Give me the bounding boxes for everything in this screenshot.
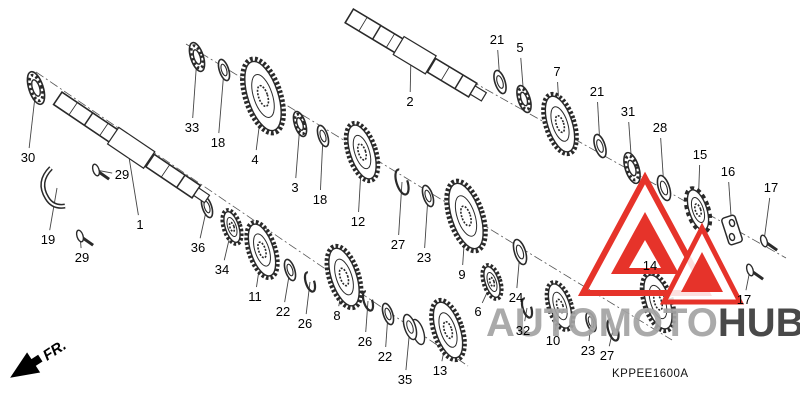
fr-arrow-tail (30, 354, 43, 367)
part-label-17: 17 (764, 180, 778, 195)
part-washer (316, 124, 330, 148)
part-gear (429, 297, 467, 363)
part-shaft (52, 90, 211, 204)
part-gear (343, 120, 381, 184)
part-washer (585, 311, 597, 333)
part-washer (217, 58, 231, 82)
part-label-28: 28 (653, 120, 667, 135)
part-label-21: 21 (490, 32, 504, 47)
part-bearing (516, 84, 532, 114)
part-label-34: 34 (215, 262, 229, 277)
part-label-11: 11 (248, 289, 262, 304)
part-label-24: 24 (509, 290, 523, 305)
part-washer (421, 184, 435, 208)
part-label-5: 5 (516, 40, 523, 55)
part-label-12: 12 (351, 214, 365, 229)
part-gear (324, 243, 364, 311)
part-bolt (91, 163, 110, 181)
part-bolt (759, 234, 778, 252)
part-label-16: 16 (721, 164, 735, 179)
part-label-36: 36 (191, 240, 205, 255)
part-gear (240, 56, 286, 136)
part-label-8: 8 (333, 308, 340, 323)
part-snap-ring (394, 168, 410, 196)
part-snap-ring (520, 297, 534, 319)
part-bearing (26, 70, 46, 106)
part-label-27: 27 (391, 237, 405, 252)
part-label-23: 23 (417, 250, 431, 265)
part-label-32: 32 (516, 323, 530, 338)
part-bolt (745, 263, 764, 281)
watermark-automoto: AUTOMOTO (486, 301, 718, 345)
part-label-15: 15 (693, 147, 707, 162)
fr-label: FR. (40, 337, 70, 364)
part-label-29: 29 (115, 167, 129, 182)
part-labels: 2215721312815161717331843181227239241436… (21, 32, 778, 387)
part-sprocket (683, 186, 713, 234)
logo-triangle-large-outline-icon (577, 171, 713, 296)
part-label-22: 22 (276, 304, 290, 319)
watermark-text: AUTOMOTOHUB (486, 301, 800, 345)
part-label-31: 31 (621, 104, 635, 119)
logo-triangle-small-solid-icon (681, 252, 723, 292)
logo-triangle-cutout (629, 240, 661, 268)
parts-layer (26, 7, 778, 363)
part-gear (541, 91, 579, 157)
part-gear (544, 280, 576, 332)
part-washer (512, 238, 528, 266)
part-bolt (75, 229, 94, 247)
part-label-22: 22 (378, 349, 392, 364)
part-bearing (292, 110, 308, 138)
part-label-2: 2 (406, 94, 413, 109)
part-label-3: 3 (291, 180, 298, 195)
part-label-10: 10 (546, 333, 560, 348)
part-label-13: 13 (433, 363, 447, 378)
fr-direction-indicator: FR. (0, 323, 86, 396)
part-label-9: 9 (458, 267, 465, 282)
part-label-7: 7 (553, 64, 560, 79)
part-shaft (344, 7, 488, 102)
part-label-17: 17 (737, 292, 751, 307)
part-label-6: 6 (474, 304, 481, 319)
part-gear (244, 219, 280, 281)
part-label-35: 35 (398, 372, 412, 387)
part-label-14: 14 (643, 258, 657, 273)
part-label-18: 18 (313, 192, 327, 207)
part-label-21: 21 (590, 84, 604, 99)
part-washer (381, 302, 395, 326)
fr-arrow-icon (10, 352, 41, 378)
part-washer (283, 258, 297, 282)
part-washer (656, 174, 672, 202)
part-label-1: 1 (136, 217, 143, 232)
part-gear (480, 263, 504, 301)
watermark-logo (577, 171, 745, 305)
part-label-19: 19 (41, 232, 55, 247)
part-label-26: 26 (358, 334, 372, 349)
watermark-hub: HUB (718, 301, 800, 345)
part-lever (40, 166, 66, 209)
part-label-23: 23 (581, 343, 595, 358)
part-label-26: 26 (298, 316, 312, 331)
part-label-29: 29 (75, 250, 89, 265)
part-bearing (188, 41, 206, 73)
part-label-30: 30 (21, 150, 35, 165)
diagram-code: KPPEE1600A (612, 368, 689, 380)
part-label-18: 18 (211, 135, 225, 150)
part-bearing (623, 151, 641, 185)
part-label-27: 27 (600, 348, 614, 363)
part-gear (444, 178, 488, 254)
part-plate (721, 214, 743, 246)
part-gear (220, 208, 244, 246)
part-label-4: 4 (251, 152, 258, 167)
part-washer (493, 69, 507, 95)
part-washer (593, 133, 607, 159)
part-cylinder (402, 313, 426, 346)
part-label-33: 33 (185, 120, 199, 135)
